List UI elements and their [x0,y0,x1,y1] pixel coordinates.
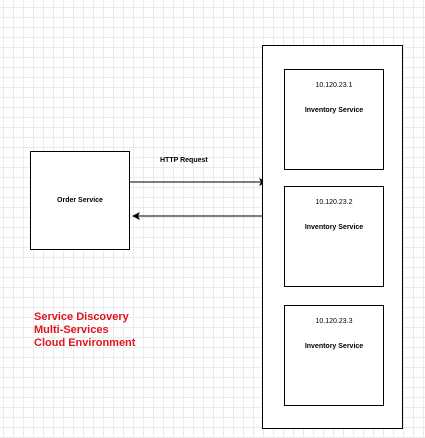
annotation-note: Service Discovery Multi-Services Cloud E… [34,311,135,350]
inventory-name-2: Inventory Service [304,224,364,231]
order-service-node[interactable]: Order Service [30,151,130,250]
note-line-2: Multi-Services [34,324,109,336]
inventory-service-node-3[interactable]: 10.120.23.3 Inventory Service [284,305,384,406]
inventory-ip-2: 10.120.23.2 [315,199,353,206]
inventory-name-3: Inventory Service [304,343,364,350]
inventory-service-node-2[interactable]: 10.120.23.2 Inventory Service [284,186,384,287]
note-line-1: Service Discovery [34,311,129,323]
inventory-cluster-container[interactable]: 10.120.23.1 Inventory Service 10.120.23.… [262,45,403,429]
inventory-service-node-1[interactable]: 10.120.23.1 Inventory Service [284,69,384,170]
order-service-label: Order Service [57,197,103,204]
inventory-ip-3: 10.120.23.3 [315,318,353,325]
note-line-3: Cloud Environment [34,337,136,349]
inventory-name-1: Inventory Service [304,107,364,114]
http-request-label: HTTP Request [160,157,208,164]
inventory-ip-1: 10.120.23.1 [315,82,353,89]
